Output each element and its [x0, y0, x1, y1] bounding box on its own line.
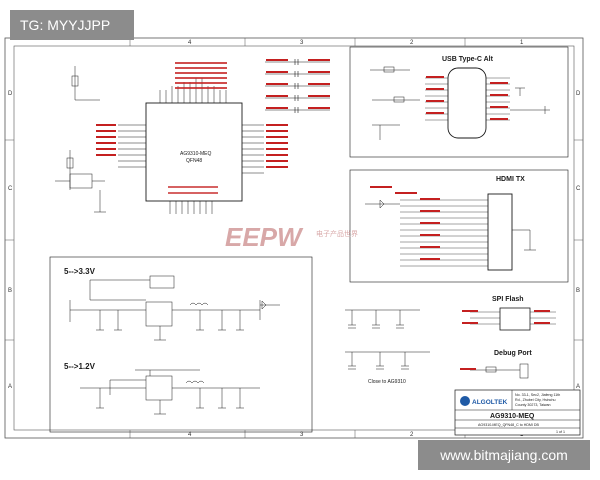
chip-name-label: AG9310-MEQ: [180, 151, 212, 157]
reg33-title: 5-->3.3V: [64, 267, 96, 276]
row-label-right-b: B: [576, 288, 580, 294]
company-name: ALGOLTEK: [472, 399, 508, 406]
watermark-logo: EEPW: [225, 222, 304, 252]
spi-flash-section: SPI Flash: [462, 296, 556, 331]
usb-section-title: USB Type-C Alt: [442, 56, 494, 63]
sheet-number: 1 of 1: [556, 430, 565, 434]
col-label-top-2: 3: [300, 40, 304, 46]
spi-section-title: SPI Flash: [492, 296, 524, 303]
chip-package-label: QFN48: [186, 158, 202, 164]
close-to-label: Close to AG9310: [368, 379, 406, 385]
row-label-left-b: B: [8, 288, 12, 294]
decoupling-caps: Close to AG9310: [345, 309, 430, 385]
reg12-ic: [145, 375, 173, 401]
main-ic-block: AG9310-MEQ QFN48: [55, 59, 330, 214]
col-label-bottom-3: 2: [410, 432, 414, 438]
watermark-cn: 电子产品世界: [316, 229, 358, 238]
algoltek-logo-icon: [460, 396, 470, 406]
row-label-right-c: C: [576, 186, 581, 192]
ag9310-chip: [145, 102, 243, 202]
eepw-watermark: EEPW 电子产品世界: [225, 222, 358, 252]
regulator-section-frame: [49, 256, 313, 433]
hdmi-section-frame: [349, 169, 569, 283]
hdmi-tx-section: HDMI TX: [349, 169, 569, 283]
address-line-2: Rd., Zhubei City, Hsinchu: [515, 398, 555, 402]
sheet-border: [4, 37, 584, 439]
usb-section-frame: [349, 46, 569, 158]
usb-typec-section: USB Type-C Alt: [349, 46, 569, 158]
debug-port-section: Debug Port: [460, 350, 532, 379]
hdmi-connector: [487, 193, 513, 271]
col-label-top-3: 2: [410, 40, 414, 46]
spi-flash-chip: [499, 307, 531, 331]
address-line-1: No. 33-1, Sec2, Jiafeng 11th: [515, 393, 560, 397]
tg-overlay-label: TG: MYYJJPP: [10, 10, 134, 40]
row-label-left-c: C: [8, 186, 13, 192]
col-label-bottom-1: 4: [188, 432, 192, 438]
hdmi-section-title: HDMI TX: [496, 176, 525, 183]
row-label-left-a: A: [8, 384, 12, 390]
regulator-section: 5-->3.3V 5-->1.2V: [49, 256, 313, 433]
col-label-top-4: 1: [520, 40, 524, 46]
address-line-3: County 30273, Taiwan: [515, 403, 551, 407]
reg33-ic: [145, 301, 173, 327]
usb-connector: [447, 67, 487, 139]
row-label-right-d: D: [576, 91, 581, 97]
doc-title: AG9310-MEQ_QFN48_C to HDMI DB: [478, 423, 540, 427]
col-label-bottom-2: 3: [300, 432, 304, 438]
title-block: ALGOLTEK No. 33-1, Sec2, Jiafeng 11th Rd…: [454, 389, 581, 436]
row-label-right-a: A: [576, 384, 580, 390]
site-overlay-label: www.bitmajiang.com: [418, 440, 590, 470]
reg12-title: 5-->1.2V: [64, 362, 96, 371]
col-label-top-1: 4: [188, 40, 192, 46]
project-name: AG9310-MEQ: [490, 413, 535, 420]
row-label-left-d: D: [8, 91, 13, 97]
debug-section-title: Debug Port: [494, 350, 532, 357]
sheet-inner-border: [13, 45, 575, 431]
